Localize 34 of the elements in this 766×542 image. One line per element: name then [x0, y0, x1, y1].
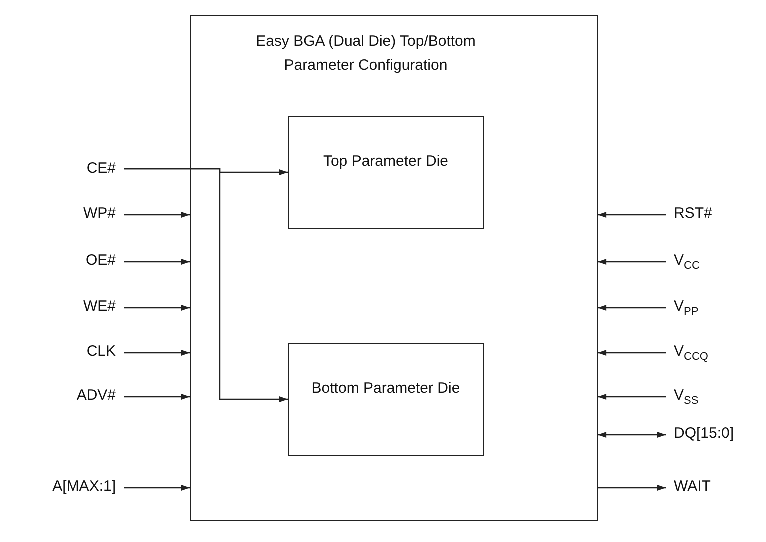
die-box [288, 343, 484, 456]
arrow [124, 168, 288, 402]
arrow [124, 305, 190, 311]
die-label: Bottom Parameter Die [310, 380, 462, 397]
die-label: Top Parameter Die [322, 153, 450, 170]
pin-label: WAIT [674, 478, 711, 496]
arrow [598, 212, 666, 218]
pin-label: ADV# [76, 387, 116, 405]
arrow [598, 305, 666, 311]
pin-label: V$_{PP}$ [674, 298, 699, 316]
pin-label: WE# [83, 298, 116, 316]
pin-label: A[MAX:1] [52, 478, 116, 496]
arrow [598, 432, 666, 438]
arrow [124, 394, 190, 400]
arrow [124, 259, 190, 265]
pin-label: DQ[15:0] [674, 425, 734, 443]
pin-label: WP# [83, 205, 116, 223]
die-box [288, 116, 484, 229]
pin-label: V$_{CC}$ [674, 252, 700, 270]
pin-label: CE# [86, 160, 116, 178]
pin-label: RST# [674, 205, 712, 223]
chip-package-box [190, 15, 598, 521]
arrow [124, 350, 190, 356]
pin-label: V$_{CCQ}$ [674, 343, 708, 361]
arrow [598, 259, 666, 265]
arrow [598, 485, 666, 491]
arrow [124, 212, 190, 218]
pin-label: CLK [86, 343, 116, 361]
pin-label: V$_{SS}$ [674, 387, 699, 405]
arrow [598, 350, 666, 356]
arrow [598, 394, 666, 400]
pin-label: OE# [86, 252, 116, 270]
package-heading: Easy BGA (Dual Die) Top/Bottom Parameter Configuration [255, 32, 477, 76]
arrow [124, 485, 190, 491]
